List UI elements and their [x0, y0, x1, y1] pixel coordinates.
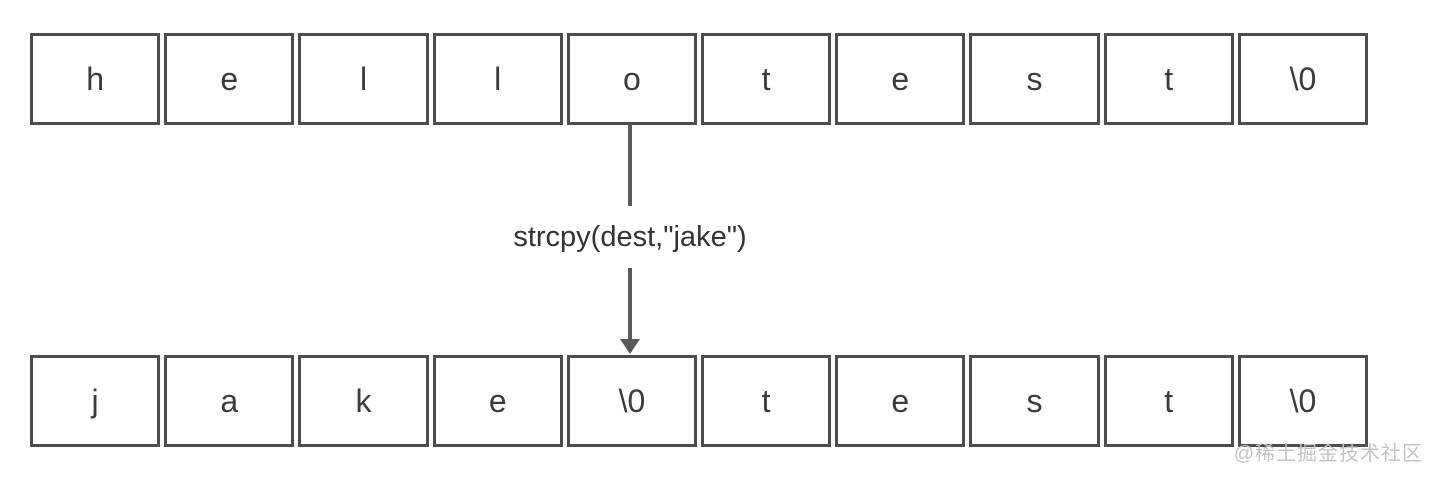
array-cell: e: [432, 355, 563, 447]
array-cell: e: [835, 355, 966, 447]
juejin-watermark: @稀土掘金技术社区: [1233, 443, 1423, 465]
array-cell: s: [969, 355, 1100, 447]
arrow-shaft-lower: [628, 268, 632, 341]
arrow-head-icon: [620, 339, 640, 354]
array-cell: t: [1103, 33, 1234, 125]
arrow-shaft-upper: [628, 124, 632, 206]
array-cell: k: [298, 355, 429, 447]
array-cell: j: [30, 355, 161, 447]
array-cell: l: [298, 33, 429, 125]
array-cell: \0: [1237, 33, 1369, 125]
array-cell: \0: [1237, 355, 1369, 447]
array-cell: t: [701, 33, 832, 125]
array-cell: s: [969, 33, 1100, 125]
array-cell: t: [1103, 355, 1234, 447]
array-cell: h: [30, 33, 161, 125]
array-cell: t: [701, 355, 832, 447]
array-cell: e: [164, 33, 295, 125]
array-cell: a: [164, 355, 295, 447]
array-cell: e: [835, 33, 966, 125]
array-cell: l: [432, 33, 563, 125]
array-cell: \0: [566, 355, 698, 447]
array-cell: o: [566, 33, 698, 125]
strcpy-operation-label: strcpy(dest,"jake"): [513, 221, 747, 253]
